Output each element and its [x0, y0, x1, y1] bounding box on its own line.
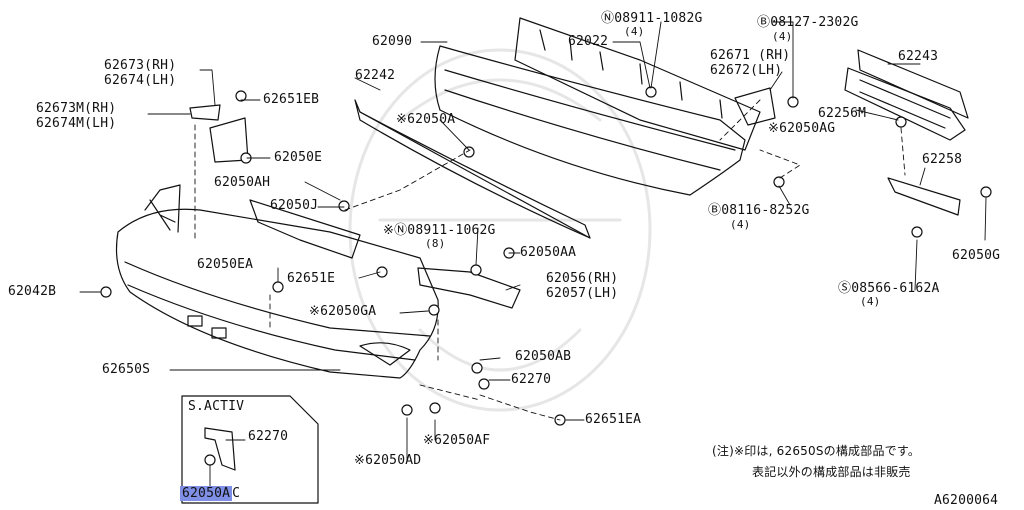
label-b08127-2302g: Ⓑ08127-2302G [757, 15, 859, 30]
label-62050j: 62050J [270, 198, 319, 213]
label-62243: 62243 [898, 49, 939, 64]
watermark-emblem [348, 48, 652, 412]
label-62651e: 62651E [287, 271, 336, 286]
label-62057: 62057(LH) [546, 286, 619, 301]
inset-box [181, 395, 319, 504]
label-62050a: ※62050A [396, 112, 456, 127]
label-62671: 62671 (RH) [710, 48, 791, 63]
label-s08566-6162a: Ⓢ08566-6162A [838, 281, 940, 296]
label-62050af: ※62050AF [423, 433, 491, 448]
bumper-fascia [115, 184, 439, 379]
label-62258: 62258 [922, 152, 963, 167]
bracket-62056 [417, 267, 521, 309]
label-62673m: 62673M(RH) [36, 101, 117, 116]
highlighted-part-number[interactable]: 62050A [180, 486, 233, 501]
bracket-62050J [249, 199, 361, 259]
label-62050aa: 62050AA [520, 245, 577, 260]
grille-62243 [844, 49, 969, 141]
figure-code: A6200064 [934, 493, 999, 508]
label-62050ah: 62050AH [214, 175, 271, 190]
label-62056: 62056(RH) [546, 271, 619, 286]
strip-62242 [354, 99, 591, 239]
label-62090: 62090 [372, 34, 413, 49]
label-b08116-8252g-qty: (4) [730, 218, 751, 231]
label-n08911-1062g: ※Ⓝ08911-1062G [383, 223, 496, 238]
label-b08127-2302g-qty: (4) [772, 30, 793, 43]
label-62050ea: 62050EA [197, 257, 254, 272]
label-s08566-6162a-qty: (4) [860, 295, 881, 308]
label-62042b: 62042B [8, 284, 57, 299]
inset-title: S.ACTIV [188, 399, 245, 414]
bumper-reinforcement [434, 17, 761, 196]
label-n08911-1082g: Ⓝ08911-1082G [601, 11, 703, 26]
label-62050g: 62050G [952, 248, 1001, 263]
label-62674: 62674(LH) [104, 73, 177, 88]
label-62050e: 62050E [274, 150, 323, 165]
label-62050ag: ※62050AG [768, 121, 836, 136]
label-b08116-8252g: Ⓑ08116-8252G [708, 203, 810, 218]
label-62050ab: 62050AB [515, 349, 572, 364]
label-62673: 62673(RH) [104, 58, 177, 73]
label-62050ga: ※62050GA [309, 304, 377, 319]
label-62270: 62270 [511, 372, 552, 387]
label-62050ad: ※62050AD [354, 453, 422, 468]
label-n08911-1082g-qty: (4) [624, 25, 645, 38]
label-62650s: 62650S [102, 362, 151, 377]
label-n08911-1062g-qty: (8) [425, 237, 446, 250]
part-number-suffix: C [232, 486, 241, 501]
note-line-1: (注)※印は, 62650Sの構成部品です。 [712, 444, 921, 458]
label-62256m: 62256M [818, 106, 867, 121]
inset-label-62270: 62270 [248, 429, 289, 444]
label-62651eb: 62651EB [263, 92, 320, 107]
note-line-2: 表記以外の構成部品は非販売 [752, 465, 911, 479]
label-62672: 62672(LH) [710, 63, 783, 78]
label-62022: 62022 [568, 34, 609, 49]
label-62651ea: 62651EA [585, 412, 642, 427]
label-62242: 62242 [355, 68, 396, 83]
bracket-62258 [887, 177, 961, 216]
label-62674m: 62674M(LH) [36, 116, 117, 131]
